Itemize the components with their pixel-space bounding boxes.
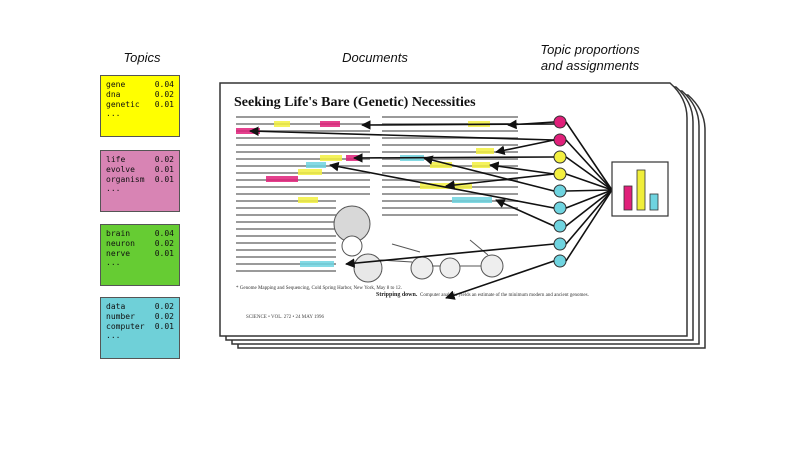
topics-header: Topics [123,50,161,65]
proportions-header: Topic proportions and assignments [540,42,640,73]
figure-caption: Computer analysis yields an estimate of … [420,293,589,298]
front-page [219,82,688,337]
assignment-circle [553,201,567,215]
proportion-links [565,121,613,262]
figure-caption-bold: Stripping down. [376,292,418,298]
article-footer: SCIENCE • VOL. 272 • 24 MAY 1996 [246,315,325,320]
assignment-circle [553,254,567,268]
assignment-circle [553,237,567,251]
proportion-bar [649,193,659,211]
article-figure [333,205,504,283]
assignment-circle [553,219,567,233]
left-column-highlights [236,121,360,267]
proportion-bar [623,185,633,211]
assignment-circles [553,115,567,268]
assignment-circle [553,184,567,198]
assignment-arrows [249,119,555,300]
article-footnote: * Genome Mapping and Sequencing, Cold Sp… [236,286,402,291]
proportion-bars [623,169,659,211]
assignment-circle [553,133,567,147]
assignment-circle [553,115,567,129]
assignment-circle [553,150,567,164]
article-title: Seeking Life's Bare (Genetic) Necessitie… [234,95,476,110]
documents-header: Documents [342,50,408,65]
assignment-circle [553,167,567,181]
proportion-bar [636,169,646,211]
